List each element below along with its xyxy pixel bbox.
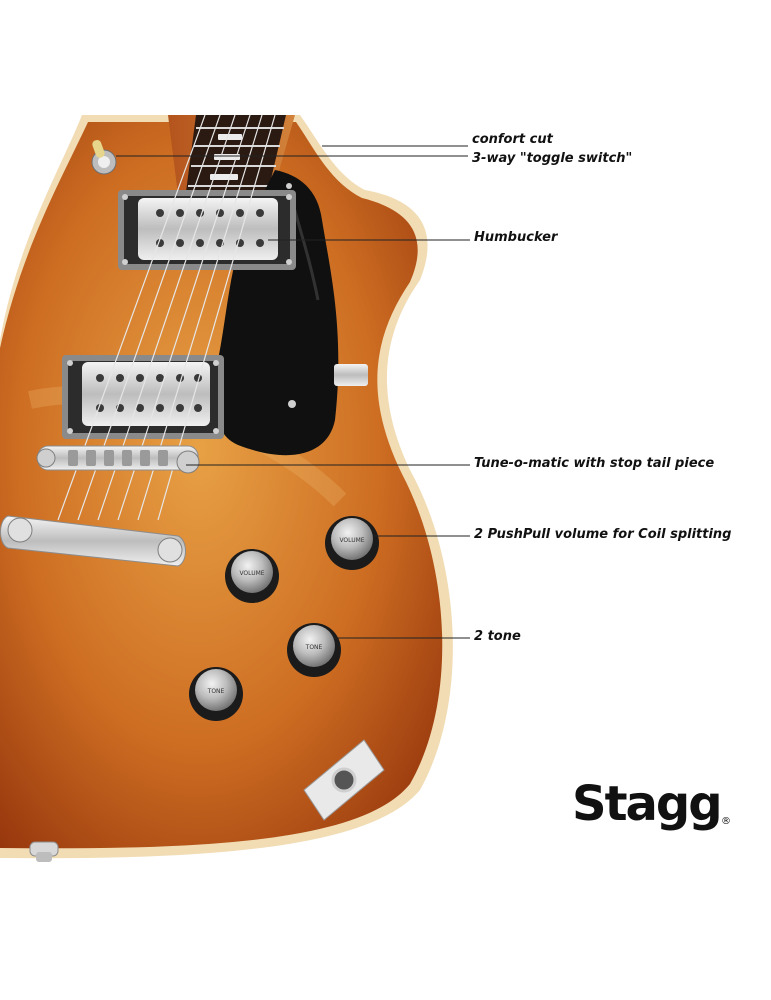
brand-logo: Stagg	[572, 776, 723, 832]
guitar-neck	[168, 115, 295, 195]
neck-humbucker	[118, 190, 296, 270]
tone-knob-2-label: TONE	[207, 688, 225, 695]
tune-o-matic-bridge	[36, 445, 200, 474]
stop-tailpiece	[0, 515, 186, 567]
callout-bridge: Tune-o-matic with stop tail piece	[474, 456, 715, 471]
pickguard-bracket	[334, 364, 368, 386]
callout-comfort-cut: confort cut	[472, 132, 553, 147]
output-jack	[303, 739, 385, 821]
bridge-humbucker	[62, 355, 224, 439]
volume-knob-1-label: VOLUME	[239, 570, 264, 577]
callout-volume: 2 PushPull volume for Coil splitting	[474, 527, 732, 542]
toggle-switch	[91, 139, 117, 175]
callout-lines	[116, 145, 470, 639]
volume-knob-1: VOLUME	[225, 549, 279, 603]
tone-knob-1-label: TONE	[305, 644, 323, 651]
registered-mark: ®	[721, 816, 731, 827]
callout-humbucker: Humbucker	[474, 230, 558, 245]
tone-knob-2: TONE	[189, 667, 243, 721]
strap-button	[29, 841, 59, 862]
tone-knob-1: TONE	[287, 623, 341, 677]
callout-tone: 2 tone	[474, 629, 521, 644]
volume-knob-2: VOLUME	[325, 516, 379, 570]
volume-knob-2-label: VOLUME	[339, 537, 364, 544]
callout-toggle-switch: 3-way "toggle switch"	[472, 151, 633, 166]
